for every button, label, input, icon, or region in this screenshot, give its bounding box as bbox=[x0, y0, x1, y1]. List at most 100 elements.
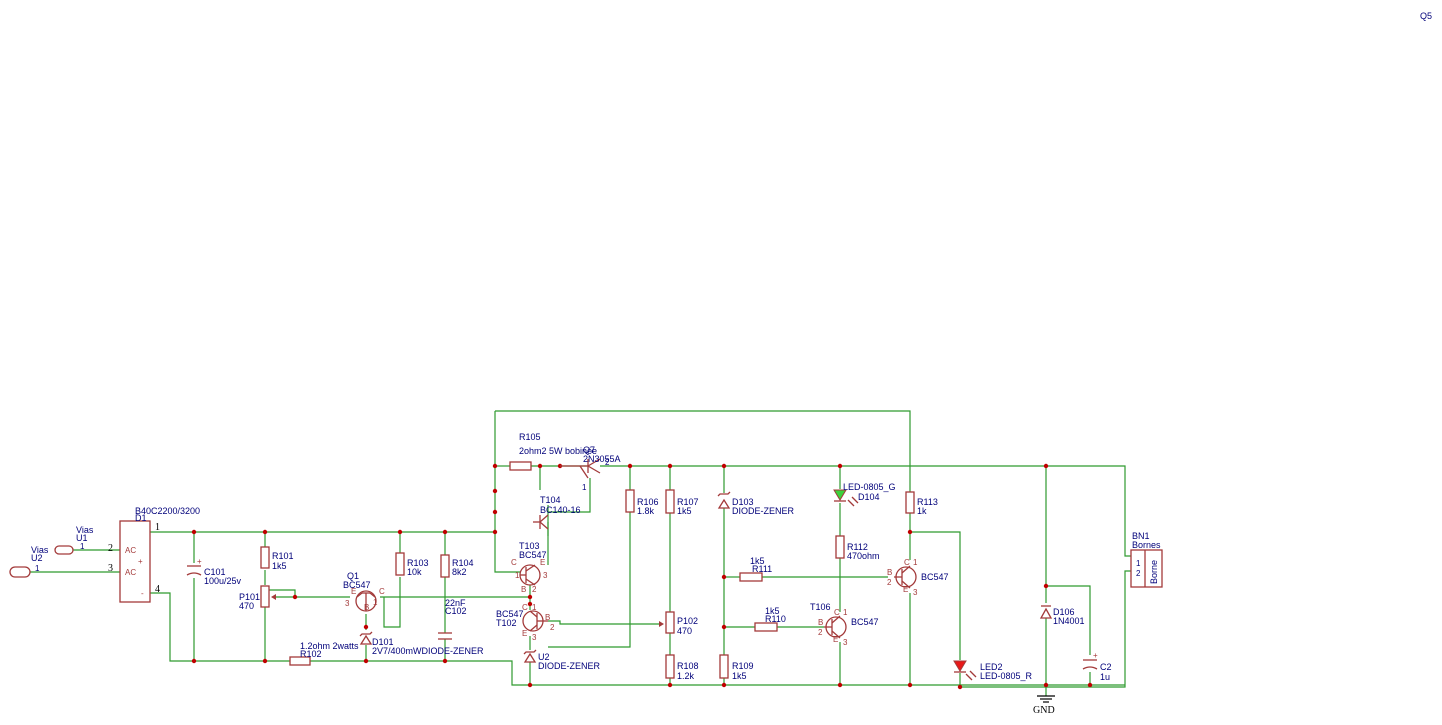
svg-text:3: 3 bbox=[543, 571, 548, 580]
svg-text:R101: R101 bbox=[272, 551, 294, 561]
svg-text:Vias: Vias bbox=[31, 545, 49, 555]
via-u2: 1 Vias U2 bbox=[9, 545, 49, 578]
svg-text:C: C bbox=[904, 558, 910, 567]
svg-text:470ohm: 470ohm bbox=[847, 551, 880, 561]
svg-text:B: B bbox=[887, 568, 892, 577]
svg-text:BC547: BC547 bbox=[519, 550, 547, 560]
svg-text:4: 4 bbox=[155, 584, 160, 595]
transistor-t102: C B E 1 2 3 BC547 T102 bbox=[496, 603, 555, 642]
svg-text:1: 1 bbox=[80, 542, 85, 551]
resistor-r110: 1k5 R110 bbox=[754, 606, 786, 632]
svg-text:BC547: BC547 bbox=[343, 580, 371, 590]
corner-ref-q5: Q5 bbox=[1420, 11, 1432, 21]
svg-text:D106: D106 bbox=[1053, 607, 1075, 617]
potentiometer-p101: P101 470 bbox=[239, 585, 276, 611]
svg-text:1: 1 bbox=[1136, 559, 1141, 568]
svg-text:470: 470 bbox=[239, 601, 254, 611]
svg-text:1.8k: 1.8k bbox=[637, 506, 655, 516]
svg-text:3: 3 bbox=[108, 563, 113, 574]
svg-text:DIODE-ZENER: DIODE-ZENER bbox=[732, 506, 795, 516]
svg-text:T102: T102 bbox=[496, 618, 517, 628]
svg-text:B40C2200/3200: B40C2200/3200 bbox=[135, 506, 200, 516]
capacitor-c2: + C2 1u bbox=[1082, 651, 1112, 682]
svg-text:E: E bbox=[833, 635, 838, 644]
junctions bbox=[191, 463, 1093, 690]
resistor-r113: R113 1k bbox=[905, 491, 938, 516]
svg-text:LED-0805_R: LED-0805_R bbox=[980, 671, 1033, 681]
svg-text:R109: R109 bbox=[732, 661, 754, 671]
svg-text:2V7/400mWDIODE-ZENER: 2V7/400mWDIODE-ZENER bbox=[372, 646, 484, 656]
svg-text:R110: R110 bbox=[765, 614, 786, 624]
svg-text:B: B bbox=[818, 618, 823, 627]
potentiometer-p102: P102 470 bbox=[659, 611, 698, 636]
svg-text:100u/25v: 100u/25v bbox=[204, 576, 242, 586]
capacitor-c102: 22nF C102 bbox=[438, 598, 467, 640]
svg-text:1: 1 bbox=[532, 603, 537, 612]
svg-text:1.2k: 1.2k bbox=[677, 671, 695, 681]
svg-text:8k2: 8k2 bbox=[452, 567, 467, 577]
terminal-block-bn1: 1 2 Borne BN1 Bornes bbox=[1130, 531, 1163, 588]
svg-text:+: + bbox=[197, 557, 202, 566]
svg-text:BC547: BC547 bbox=[921, 572, 949, 582]
svg-text:1u: 1u bbox=[1100, 672, 1110, 682]
svg-text:Bornes: Bornes bbox=[1132, 540, 1161, 550]
svg-text:1k: 1k bbox=[917, 506, 927, 516]
svg-text:Vias: Vias bbox=[76, 525, 94, 535]
svg-text:1: 1 bbox=[155, 522, 160, 533]
svg-text:3: 3 bbox=[532, 633, 537, 642]
svg-text:2: 2 bbox=[605, 458, 610, 467]
transistor-t103: C B E 1 2 3 T103 BC547 bbox=[511, 541, 548, 594]
resistor-r104: R104 8k2 bbox=[440, 554, 474, 578]
svg-text:C: C bbox=[511, 558, 517, 567]
svg-text:D104: D104 bbox=[858, 492, 880, 502]
svg-text:1.2ohm 2watts: 1.2ohm 2watts bbox=[300, 641, 359, 651]
svg-text:2: 2 bbox=[887, 578, 892, 587]
svg-text:D1: D1 bbox=[135, 513, 147, 523]
svg-text:1k5: 1k5 bbox=[732, 671, 747, 681]
svg-text:1: 1 bbox=[35, 564, 40, 573]
svg-text:BC547: BC547 bbox=[851, 617, 879, 627]
svg-text:1k5: 1k5 bbox=[272, 561, 287, 571]
svg-text:Q7: Q7 bbox=[583, 445, 595, 455]
resistor-r107: R107 1k5 bbox=[665, 489, 699, 516]
svg-text:-: - bbox=[141, 589, 144, 598]
svg-text:2: 2 bbox=[550, 623, 555, 632]
resistor-r109: R109 1k5 bbox=[719, 654, 754, 681]
resistor-r112: R112 470ohm bbox=[835, 535, 880, 561]
svg-text:C101: C101 bbox=[204, 567, 226, 577]
svg-text:470: 470 bbox=[677, 626, 692, 636]
svg-text:C: C bbox=[834, 608, 840, 617]
svg-text:DIODE-ZENER: DIODE-ZENER bbox=[538, 661, 601, 671]
svg-text:+: + bbox=[138, 557, 143, 566]
svg-text:3: 3 bbox=[913, 588, 918, 597]
svg-text:BC547: BC547 bbox=[496, 609, 524, 619]
svg-text:2: 2 bbox=[532, 585, 537, 594]
svg-text:1: 1 bbox=[373, 598, 378, 607]
resistor-r105: R105 2ohm2 5W bobinée bbox=[509, 432, 597, 471]
resistor-r101: R101 1k5 bbox=[260, 546, 294, 571]
svg-text:E: E bbox=[540, 558, 545, 567]
svg-text:E: E bbox=[903, 585, 908, 594]
led-led2-red: LED2 LED-0805_R bbox=[953, 660, 1033, 681]
svg-text:10k: 10k bbox=[407, 567, 422, 577]
svg-text:T103: T103 bbox=[519, 541, 540, 551]
svg-text:1N4001: 1N4001 bbox=[1053, 616, 1085, 626]
svg-text:B: B bbox=[545, 613, 550, 622]
svg-text:P102: P102 bbox=[677, 616, 698, 626]
svg-text:R102: R102 bbox=[300, 649, 322, 659]
svg-text:T104: T104 bbox=[540, 495, 561, 505]
svg-text:T106: T106 bbox=[810, 602, 831, 612]
svg-text:E: E bbox=[351, 587, 356, 596]
svg-text:U2: U2 bbox=[31, 553, 43, 563]
svg-text:1: 1 bbox=[582, 483, 587, 492]
diode-d106: D106 1N4001 bbox=[1039, 605, 1085, 626]
svg-text:R105: R105 bbox=[519, 432, 541, 442]
svg-text:C102: C102 bbox=[445, 606, 467, 616]
svg-text:2N3055A: 2N3055A bbox=[583, 454, 621, 464]
svg-text:U2: U2 bbox=[538, 652, 550, 662]
transistor-t104: T104 BC140-16 bbox=[533, 495, 581, 530]
transistor-q1: E B C 3 1 Q1 BC547 bbox=[343, 571, 385, 612]
svg-text:D103: D103 bbox=[732, 497, 754, 507]
svg-text:R111: R111 bbox=[752, 564, 772, 574]
